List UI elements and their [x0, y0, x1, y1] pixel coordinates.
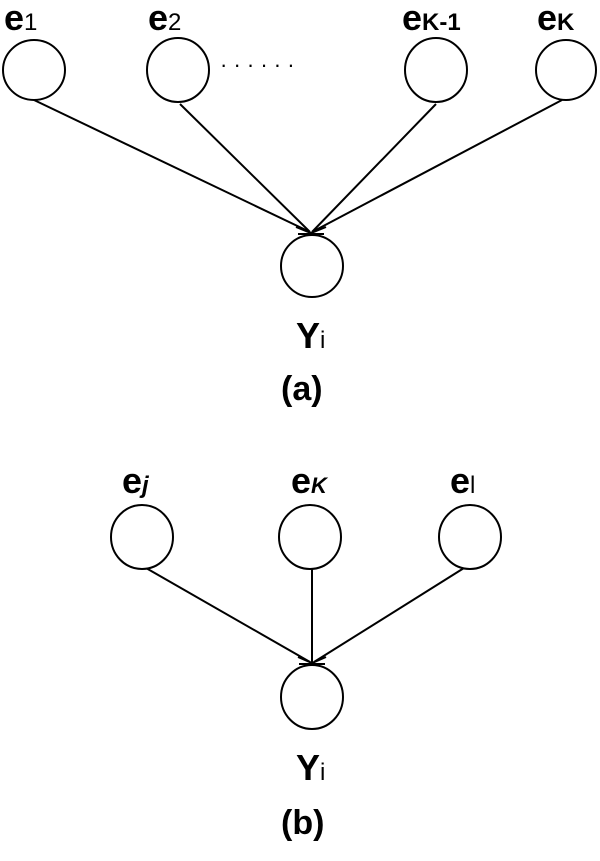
edge-el-to-yi: [313, 567, 465, 663]
edge-ek-1-to-yi: [311, 103, 437, 233]
caption-a: (a): [281, 370, 323, 408]
node-yi-b: [280, 664, 344, 730]
label-el: el: [450, 460, 475, 501]
node-ej: [110, 504, 174, 570]
diagram-b: ej eK el Yi (b): [110, 460, 502, 842]
label-ek-1: eK-1: [402, 0, 461, 38]
label-yi-b: Yi: [296, 747, 325, 788]
node-yi-a: [280, 234, 344, 298]
label-e1: e1: [4, 0, 37, 38]
node-e1: [2, 39, 66, 101]
edge-ek-to-yi: [311, 99, 563, 233]
ellipsis: · · · · · ·: [220, 52, 295, 77]
node-e2: [146, 37, 210, 103]
label-e2: e2: [148, 0, 181, 38]
label-ek-b: eK: [291, 460, 329, 501]
node-ek-b: [278, 504, 342, 570]
edge-e2-to-yi: [179, 103, 311, 233]
edge-e1-to-yi: [33, 99, 311, 233]
edge-ej-to-yi: [145, 567, 311, 663]
label-ek: eK: [537, 0, 575, 38]
label-ej: ej: [122, 460, 150, 501]
label-yi-a: Yi: [296, 315, 325, 356]
node-ek-1: [404, 37, 468, 103]
node-el: [438, 504, 502, 570]
caption-b: (b): [281, 804, 324, 842]
node-ek: [535, 39, 597, 101]
diagram-a: e1 e2 eK-1 eK · · · · · · Yi (a): [2, 0, 597, 408]
arrowhead-a: [295, 226, 327, 235]
